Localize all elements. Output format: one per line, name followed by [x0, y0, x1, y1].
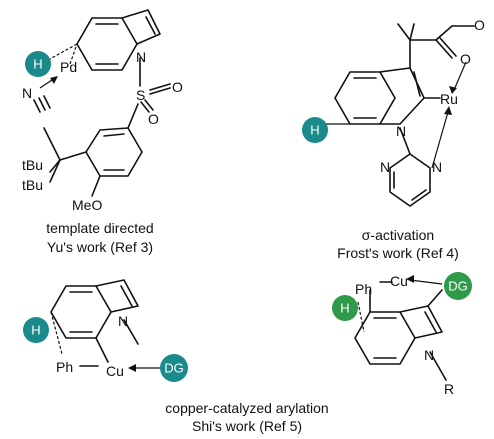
shi-left-structure: [50, 279, 160, 372]
yu-tbu2-label: tBu: [22, 177, 43, 193]
shi-left-cu-label: Cu: [106, 363, 124, 379]
frost-ru-label: Ru: [440, 91, 458, 107]
shi-right-h-circle: [332, 295, 358, 321]
yu-o2-label: O: [148, 111, 159, 127]
shi-right-h-label: H: [340, 301, 349, 316]
shi-right-cu-label: Cu: [390, 273, 408, 289]
frost-h-circle: [302, 117, 328, 143]
frost-n-pyr2-label: N: [380, 159, 390, 175]
frost-n-pyr1-label: N: [432, 159, 442, 175]
frost-caption-line2: Frost's work (Ref 4): [337, 245, 459, 261]
shi-left-h-circle: [23, 317, 49, 343]
yu-s-label: S: [136, 87, 145, 103]
frost-caption-line1: σ-activation: [362, 227, 434, 243]
shi-left-ph-label: Ph: [56, 359, 73, 375]
shi-right-dg-circle: [444, 272, 472, 300]
frost-o-ester-label: O: [474, 17, 485, 33]
shi-caption-line2: Shi's work (Ref 5): [192, 418, 302, 434]
yu-nitrile-n-label: N: [22, 85, 32, 101]
yu-o1-label: O: [172, 79, 183, 95]
frost-o-carbonyl-label: O: [460, 51, 471, 67]
yu-n-label: N: [136, 49, 146, 65]
shi-left-n-label: N: [118, 313, 128, 329]
frost-h-label: H: [310, 123, 319, 138]
shi-right-dg-label: DG: [448, 279, 468, 294]
shi-right-r-label: R: [444, 381, 454, 397]
shi-left-h-label: H: [31, 323, 40, 338]
frost-structure: [322, 23, 475, 207]
yu-structure: [33, 9, 171, 197]
yu-meo-label: MeO: [72, 197, 102, 213]
shi-left-dg-label: DG: [164, 361, 184, 376]
yu-pd-label: Pd: [60, 59, 77, 75]
yu-tbu1-label: tBu: [22, 157, 43, 173]
shi-left-dg-circle: [160, 354, 188, 382]
frost-n-indole-label: N: [396, 123, 406, 139]
shi-right-structure: [354, 275, 447, 381]
yu-h-circle: [25, 51, 51, 77]
shi-right-n-label: N: [424, 347, 434, 363]
shi-right-ph-label: Ph: [355, 281, 372, 297]
yu-caption-line2: Yu's work (Ref 3): [47, 239, 153, 255]
yu-caption-line1: template directed: [46, 220, 153, 236]
shi-caption-line1: copper-catalyzed arylation: [165, 400, 328, 416]
yu-h-label: H: [33, 57, 42, 72]
